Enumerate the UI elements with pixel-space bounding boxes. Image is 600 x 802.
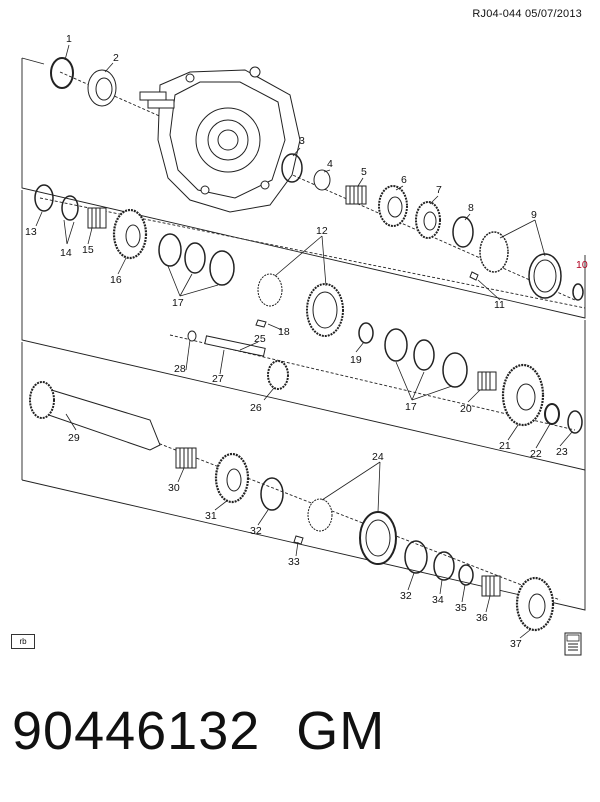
- part-29-output-shaft: [34, 384, 161, 451]
- part-number: 90446132: [12, 701, 261, 761]
- part-17-ring-a: [158, 233, 182, 267]
- callout-32a: 32: [250, 525, 262, 537]
- callout-21: 21: [499, 440, 511, 452]
- part-12-synchro: [257, 273, 283, 307]
- frame-top: [21, 58, 586, 319]
- part-20-needle-bearing: [477, 371, 497, 391]
- rb-badge: rb: [11, 634, 35, 649]
- diagram-canvas: 1 2 3 4 5 6 7 8 9 10 11 12 13 14 15 16 1…: [21, 33, 588, 650]
- callout-15: 15: [82, 244, 94, 256]
- part-11-key: [469, 271, 479, 281]
- part-36-needle-bearing: [481, 575, 501, 597]
- callout-25: 25: [254, 333, 266, 345]
- callout-4: 4: [327, 158, 333, 170]
- part-18-key: [255, 319, 267, 328]
- part-10-snap-ring: [572, 283, 584, 301]
- callout-8: 8: [468, 202, 474, 214]
- callout-2: 2: [113, 52, 119, 64]
- diagram-reference: RJ04-044 05/07/2013: [472, 8, 582, 20]
- callout-11: 11: [494, 299, 505, 311]
- part-32-ring-a: [260, 477, 284, 511]
- callout-35: 35: [455, 602, 467, 614]
- callout-3: 3: [299, 135, 305, 147]
- part-5-needle-bearing: [345, 185, 367, 205]
- part-4-sleeve: [313, 169, 331, 191]
- part-8-ring: [452, 216, 474, 248]
- callout-1: 1: [66, 33, 72, 45]
- part-14-washer: [61, 195, 79, 221]
- frame-middle: [21, 190, 586, 471]
- part-24-synchro: [307, 498, 333, 532]
- part-19-ring: [358, 322, 374, 344]
- part-26-gear: [267, 360, 289, 390]
- book-icon: [564, 632, 582, 656]
- callout-20: 20: [460, 403, 472, 415]
- callout-27: 27: [212, 373, 224, 385]
- transmission-case: [139, 66, 301, 213]
- part-1-snap-ring: [50, 57, 74, 89]
- part-15-needle-bearing: [87, 207, 107, 229]
- callout-26: 26: [250, 402, 262, 414]
- part-22-washer: [544, 403, 560, 425]
- callout-30: 30: [168, 482, 180, 494]
- callout-14: 14: [60, 247, 72, 259]
- part-35-snap-ring: [458, 564, 474, 586]
- part-9-synchro: [479, 231, 509, 273]
- callout-12: 12: [316, 225, 328, 237]
- callout-34: 34: [432, 594, 444, 606]
- part-3-ring: [281, 153, 303, 183]
- callout-7: 7: [436, 184, 442, 196]
- callout-28: 28: [174, 363, 186, 375]
- callout-33: 33: [288, 556, 300, 568]
- callout-29: 29: [68, 432, 80, 444]
- callout-5: 5: [361, 166, 367, 178]
- callout-9: 9: [531, 209, 537, 221]
- part-32-ring-b: [404, 540, 428, 574]
- callout-10: 10: [576, 259, 588, 271]
- brand-name: GM: [296, 701, 386, 761]
- part-number-line: 90446132 GM: [12, 700, 385, 762]
- callout-16: 16: [110, 274, 122, 286]
- part-34-ring: [433, 551, 455, 581]
- callout-6: 6: [401, 174, 407, 186]
- part-27-shaft: [204, 335, 266, 357]
- part-30-needle-bearing: [175, 447, 197, 469]
- part-13-ring: [34, 184, 54, 212]
- callout-37: 37: [510, 638, 522, 650]
- callout-17b: 17: [405, 401, 417, 413]
- part-23-ring: [567, 410, 583, 434]
- part-33-key: [293, 535, 304, 545]
- callout-31: 31: [205, 510, 217, 522]
- part-17-ring-b: [384, 328, 408, 362]
- frame-bottom: [21, 342, 586, 611]
- callout-19: 19: [350, 354, 362, 366]
- callout-22: 22: [530, 448, 542, 460]
- callout-24: 24: [372, 451, 384, 463]
- callout-18: 18: [278, 326, 290, 338]
- callout-36: 36: [476, 612, 488, 624]
- part-28-washer: [187, 330, 197, 342]
- callout-17a: 17: [172, 297, 184, 309]
- callout-13: 13: [25, 226, 37, 238]
- callout-23: 23: [556, 446, 568, 458]
- callout-32b: 32: [400, 590, 412, 602]
